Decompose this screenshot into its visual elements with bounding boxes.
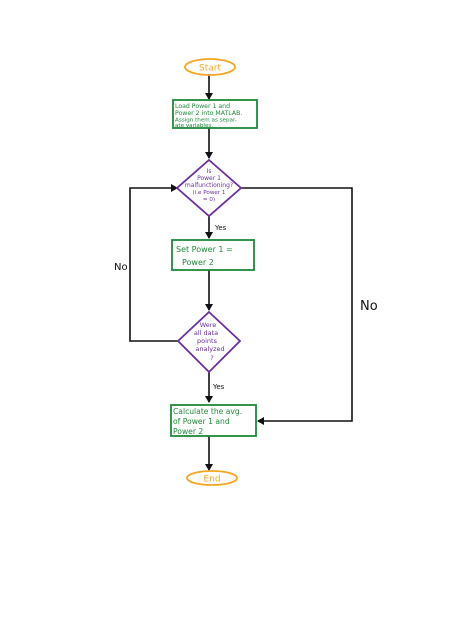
set-power-process: Set Power 1 = Power 2 [171,239,255,271]
yes-label-2: Yes [212,383,225,391]
calc-line-3: Power 2 [173,427,203,436]
set-line-2: Power 2 [182,258,214,267]
malfunction-line-1: Is [207,168,212,175]
start-label: Start [199,64,221,74]
end-node: End [186,470,238,486]
analyzed-line-1: Were [200,321,217,329]
edge-decision-no-to-calc [241,187,353,425]
no-skip-label: No [360,299,378,314]
analyzed-line-2: all data [194,329,218,337]
analyzed-line-3: points [197,337,218,345]
load-process: Load Power 1 and Power 2 into MATLAB. As… [172,99,258,129]
calc-line-2: of Power 1 and [173,417,230,426]
malfunction-line-4: (i.e Power 1 [193,190,226,196]
load-line-1: Load Power 1 and [175,103,230,110]
start-node: Start [184,58,236,76]
end-label: End [203,475,220,485]
yes-label-1: Yes [214,224,227,232]
analyzed-line-4: analyzed [195,345,224,353]
calculate-process: Calculate the avg. of Power 1 and Power … [170,404,257,437]
analyzed-decision: Were all data points analyzed ? [176,310,242,374]
load-line-2: Power 2 into MATLAB. [175,110,242,117]
malfunction-line-5: = 0) [203,197,215,203]
malfunction-decision: Is Power 1 malfunctioning? (i.e Power 1 … [175,158,243,218]
malfunction-line-3: malfunctioning? [185,182,233,189]
no-loop-label: No [114,262,128,273]
load-line-3: Assign them as separ- [175,118,237,124]
edge-analyzed-no-loop [129,184,178,342]
connectors [129,75,353,471]
set-line-1: Set Power 1 = [176,245,233,254]
malfunction-line-2: Power 1 [197,175,221,182]
analyzed-line-5: ? [210,354,213,362]
load-line-4: ate variables. [175,123,213,129]
calc-line-1: Calculate the avg. [173,407,242,416]
